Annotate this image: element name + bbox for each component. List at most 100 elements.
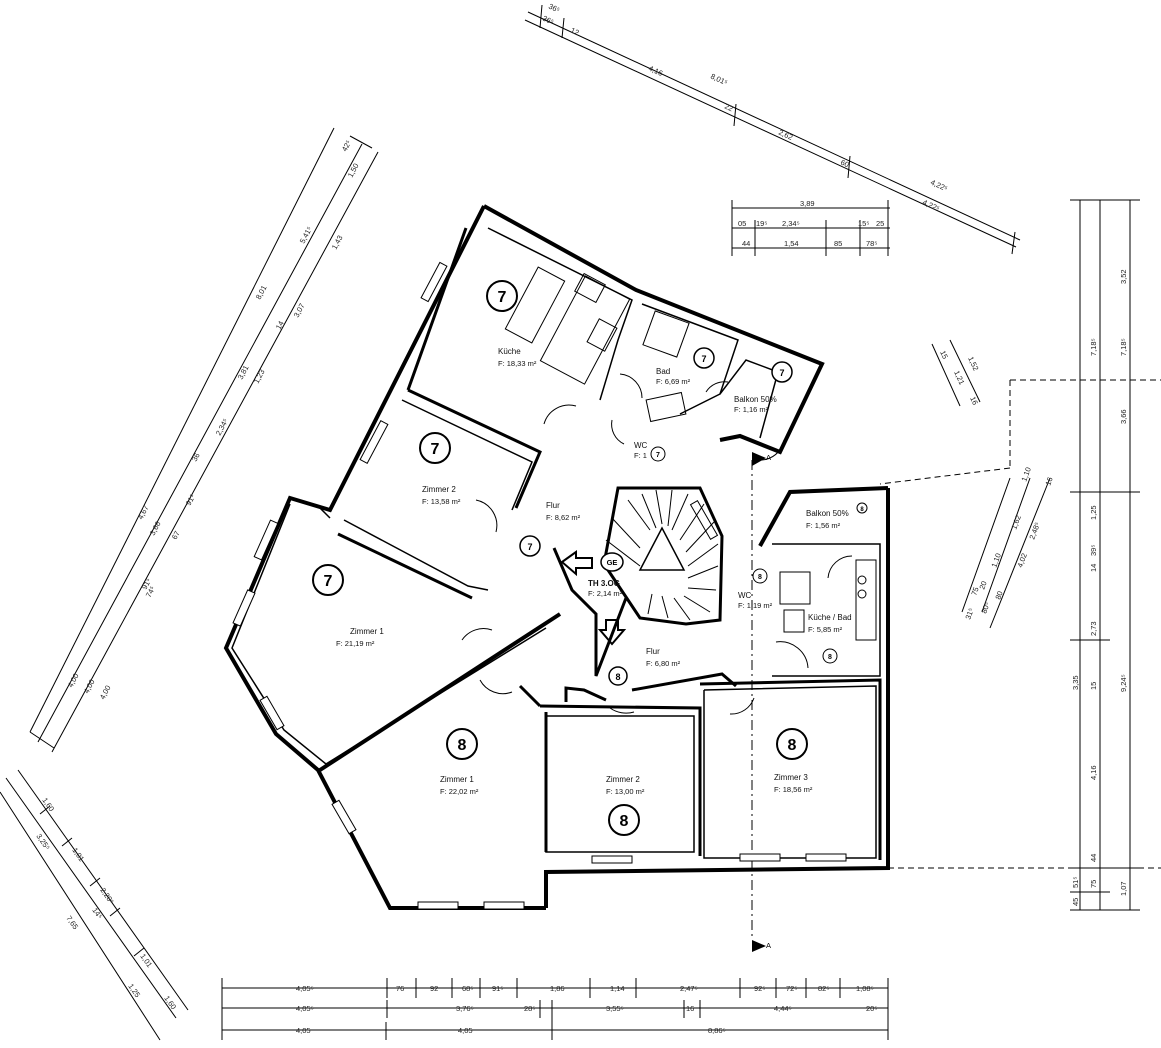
dim-label: 85 — [834, 239, 842, 248]
dim-label: 78⁵ — [866, 239, 877, 248]
room-area: F: 8,62 m² — [546, 513, 581, 522]
dim-label: 1,25 — [126, 982, 142, 999]
inner-walls — [231, 227, 881, 859]
dim-label: 15⁵ — [858, 219, 869, 228]
dim-label: 4,67 — [136, 504, 151, 521]
unit-labels: 7 7 7 8 8 8 7 7 7 7 8 8 8 8 GE A A — [324, 289, 865, 950]
bottom-dimensions: 4,05⁵ 76 92 68⁵ 91⁵ 1,86 1,14 2,47⁵ 92⁵ … — [296, 984, 877, 1035]
room-name: Bad — [656, 367, 670, 376]
dim-label: 8,01⁵ — [709, 72, 729, 88]
dim-label: 1,54 — [784, 239, 799, 248]
dim-label: 12 — [569, 26, 580, 38]
dim-label: 4,22⁵ — [921, 198, 941, 214]
dimension-lines — [0, 4, 1140, 1041]
dim-label: 14⁵ — [90, 906, 104, 921]
dim-label: 91⁵ — [184, 493, 197, 507]
dim-label: 45 — [1071, 898, 1080, 906]
dim-label: 92 — [430, 984, 438, 993]
room-name: Zimmer 2 — [422, 485, 456, 494]
unit-markers — [312, 280, 868, 836]
dim-label: 1,07 — [1119, 881, 1128, 896]
unit-8-label: 8 — [615, 672, 620, 682]
dim-label: 15 — [938, 349, 950, 360]
right-vertical-dimensions: 3,52 7,18⁵ 7,18⁵ 3,66 1,25 14 39⁵ 2,73 9… — [1071, 269, 1128, 906]
dim-label: 7,65 — [64, 914, 80, 931]
unit-8-label: 8 — [458, 737, 467, 754]
unit-8-label: 8 — [828, 654, 832, 661]
dim-label: 68⁵ — [462, 984, 473, 993]
dim-label: 20⁵ — [866, 1004, 877, 1013]
room-area: F: 1 — [634, 451, 647, 460]
fixtures — [504, 266, 877, 641]
dim-label: 4,02 — [1015, 552, 1028, 569]
unit-7-label: 7 — [779, 368, 784, 378]
unit-8-label: 8 — [788, 737, 797, 754]
dim-label: 1,25 — [1089, 505, 1098, 520]
room-name: WC — [738, 591, 752, 600]
dim-label: 75 — [969, 586, 980, 597]
dim-label: 3,66 — [1119, 409, 1128, 424]
dim-label: 2,47⁵ — [680, 984, 698, 993]
dim-label: 3,35 — [1071, 675, 1080, 690]
stairwell — [602, 486, 724, 626]
dim-label: 2,73 — [1089, 621, 1098, 636]
dim-label: 3,81 — [236, 364, 251, 381]
room-name: Zimmer 3 — [774, 773, 808, 782]
dim-label: 22 — [723, 102, 734, 114]
room-name: Küche — [498, 347, 521, 356]
room-area: F: 2,14 m² — [588, 589, 623, 598]
lower-left-dimensions: 1,60 3,25⁵ 1,01 2,20⁵ 14⁵ 7,65 1,01 1,25… — [34, 796, 178, 1011]
windows — [232, 261, 847, 910]
dim-label: 3,66 — [148, 520, 163, 537]
dim-label: 2,34⁵ — [782, 219, 800, 228]
dim-label: 76 — [396, 984, 404, 993]
dim-label: 14 — [1089, 564, 1098, 572]
dim-label: 3,89 — [800, 199, 815, 208]
dim-label: 1,01 — [138, 952, 154, 969]
dim-label: 51⁵ — [1071, 877, 1080, 888]
dim-label: 8,01 — [254, 284, 269, 301]
dim-label: 1,86 — [550, 984, 565, 993]
dim-label: 16 — [686, 1004, 694, 1013]
room-area: F: 13,58 m² — [422, 497, 461, 506]
unit-7-label: 7 — [701, 354, 706, 364]
dim-label: 05 — [738, 219, 746, 228]
dim-label: 1,10 — [989, 552, 1002, 569]
dim-label: 19⁵ — [756, 219, 767, 228]
dim-label: 44 — [1089, 854, 1098, 862]
room-name: Balkon 50% — [806, 509, 849, 518]
dim-label: 80⁵ — [979, 601, 991, 615]
dim-label: 4,00 — [66, 672, 81, 689]
right-diagonal-dimensions: 1,52 15 1,21 16 1,10 16 1,62 2,48⁵ 4,02 … — [938, 349, 1055, 621]
room-area: F: 21,19 m² — [336, 639, 375, 648]
dim-label: 31⁵ — [963, 607, 975, 621]
unit-8-label: 8 — [758, 574, 762, 581]
dim-label: 1,08⁵ — [856, 984, 874, 993]
unit-8-label: 8 — [860, 507, 864, 513]
dim-label: 14 — [274, 319, 286, 331]
stair-wall — [552, 547, 628, 677]
dim-label: 20 — [977, 580, 988, 591]
room-area: F: 1,19 m² — [738, 601, 773, 610]
dim-label: 3,55⁵ — [606, 1004, 624, 1013]
room-area: F: 22,02 m² — [440, 787, 479, 796]
dim-label: 1,10 — [1019, 466, 1032, 483]
room-area: F: 18,33 m² — [498, 359, 537, 368]
room-name: Küche / Bad — [808, 613, 852, 622]
dim-label: 36⁵ — [547, 2, 561, 15]
dim-label: 9,24⁵ — [1119, 674, 1128, 692]
dim-label: 75 — [1089, 880, 1098, 888]
room-name: Flur — [546, 501, 560, 510]
dim-label: 60 — [839, 158, 850, 170]
dim-label: 7,18⁵ — [1089, 338, 1098, 356]
section-markers — [752, 452, 766, 952]
dim-label: 2,20⁵ — [98, 886, 116, 906]
dim-label: 25 — [876, 219, 884, 228]
section-marker-label: A — [766, 941, 771, 950]
dim-label: 15 — [1089, 682, 1098, 690]
dim-label: 5,41⁵ — [298, 225, 314, 245]
dim-label: 44 — [742, 239, 750, 248]
dim-label: 8,86⁵ — [708, 1026, 726, 1035]
dim-label: 82⁵ — [818, 984, 829, 993]
